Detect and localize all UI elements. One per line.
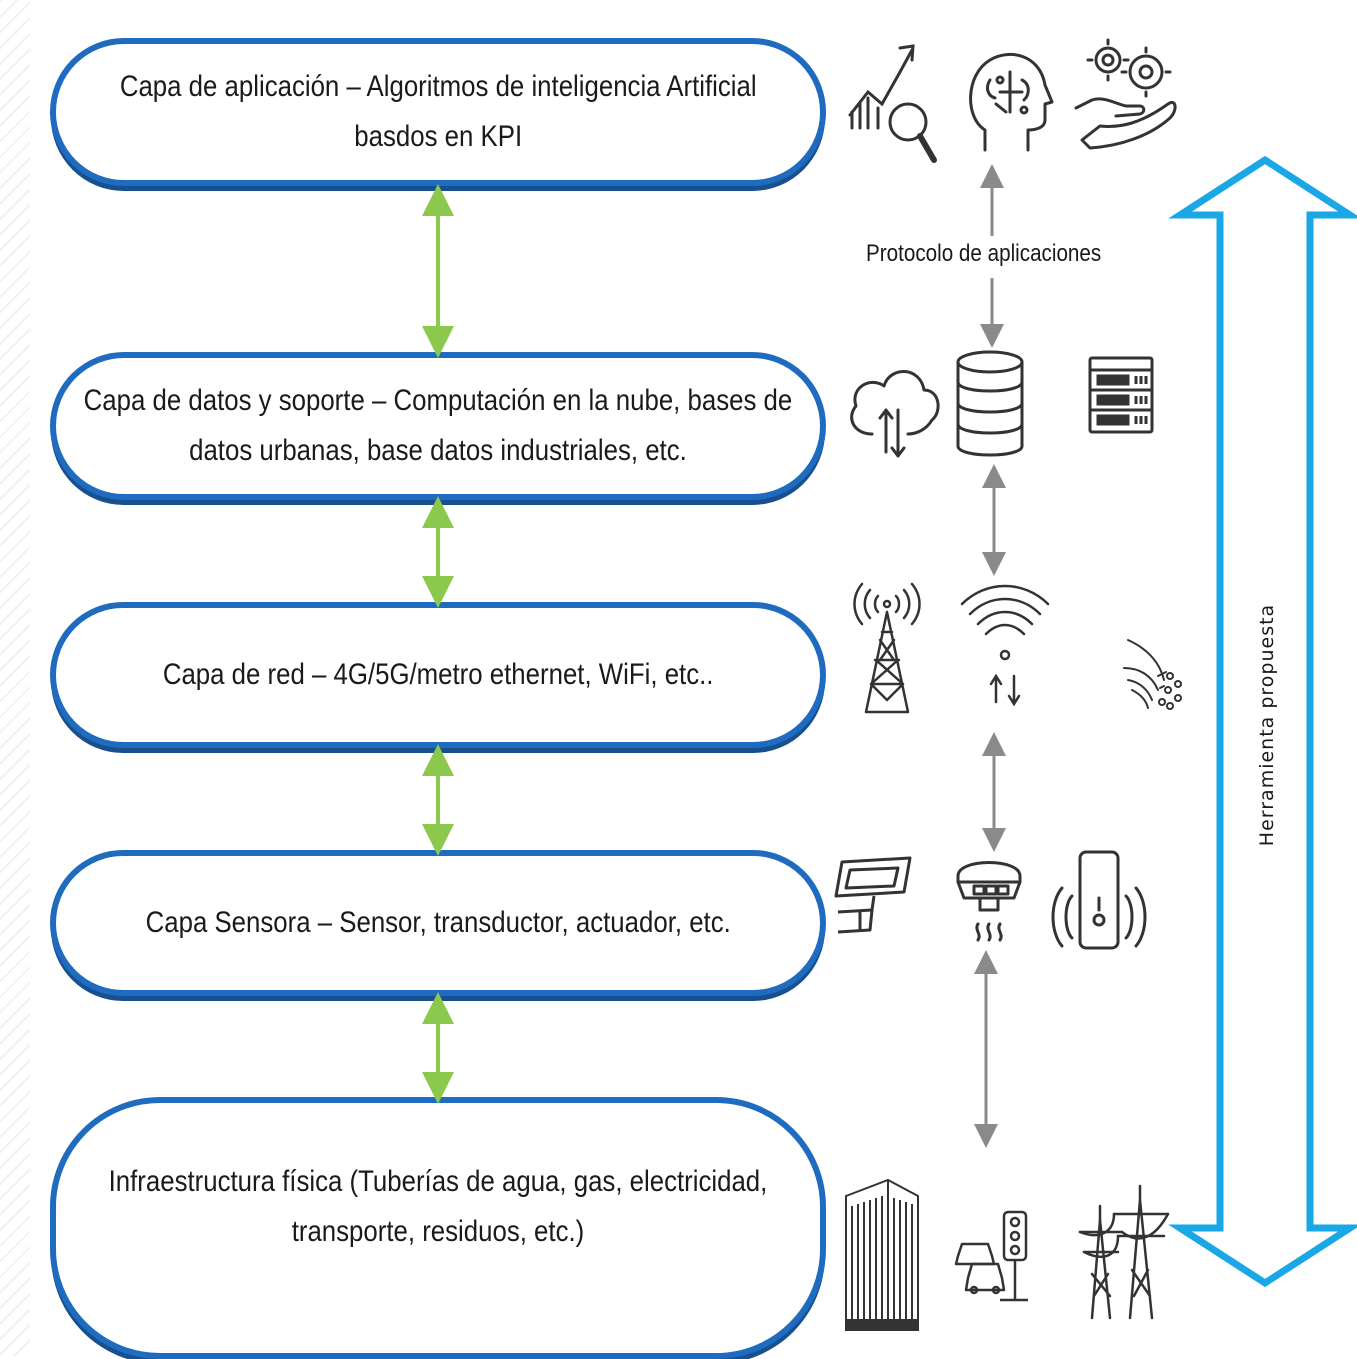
layer-sensor-label: Capa Sensora – Sensor, transductor, actu… [145,898,730,948]
layer-infrastructure-line-2: transporte, residuos, etc.) [291,1215,585,1248]
layer-infrastructure-label: Infraestructura física (Tuberías de agua… [109,1157,768,1257]
layer-sensor-line-1: Capa Sensora – Sensor, transductor, actu… [145,906,731,939]
layer-data-line-2: datos urbanas, base datos industriales, … [189,434,687,467]
vibration-sensor-icon [1051,850,1147,950]
layer-network-line-1: Capa de red – 4G/5G/metro ethernet, WiFi… [162,658,714,691]
gears-hand-icon [1074,38,1177,150]
traffic-icon [954,1210,1028,1302]
layer-application-box: Capa de aplicación – Algoritmos de intel… [50,38,826,186]
layer-application-label: Capa de aplicación – Algoritmos de intel… [120,62,757,162]
layer-data-line-1: Capa de datos y soporte – Computación en… [83,384,793,417]
protocol-label: Protocolo de aplicaciones [866,240,1102,267]
layer-application-line-2: basdos en KPI [354,120,522,153]
camera-sensor-icon [834,856,912,934]
layer-application-line-1: Capa de aplicación – Algoritmos de intel… [119,70,757,103]
wifi-icon [960,584,1050,707]
smoke-detector-icon [956,861,1022,942]
layer-infrastructure-line-1: Infraestructura física (Tuberías de agua… [108,1165,768,1198]
proposed-tool-arrow [1168,155,1357,1288]
fiber-optic-icon [1123,639,1182,710]
proposed-tool-label: Herramienta propuesta [1256,603,1278,847]
cloud-sync-icon [850,370,940,458]
analytics-chart-icon [848,44,937,163]
layer-network-box: Capa de red – 4G/5G/metro ethernet, WiFi… [50,602,826,748]
ai-head-icon [969,52,1054,152]
layer-network-label: Capa de red – 4G/5G/metro ethernet, WiFi… [163,650,714,700]
building-icon [845,1178,919,1331]
database-icon [956,350,1024,457]
power-tower-icon [1078,1184,1170,1320]
server-rack-icon [1088,356,1154,434]
cell-tower-icon [853,582,921,714]
background-stripes [0,0,30,1356]
layer-infrastructure-box: Infraestructura física (Tuberías de agua… [50,1097,826,1359]
layer-data-label: Capa de datos y soporte – Computación en… [84,376,793,476]
